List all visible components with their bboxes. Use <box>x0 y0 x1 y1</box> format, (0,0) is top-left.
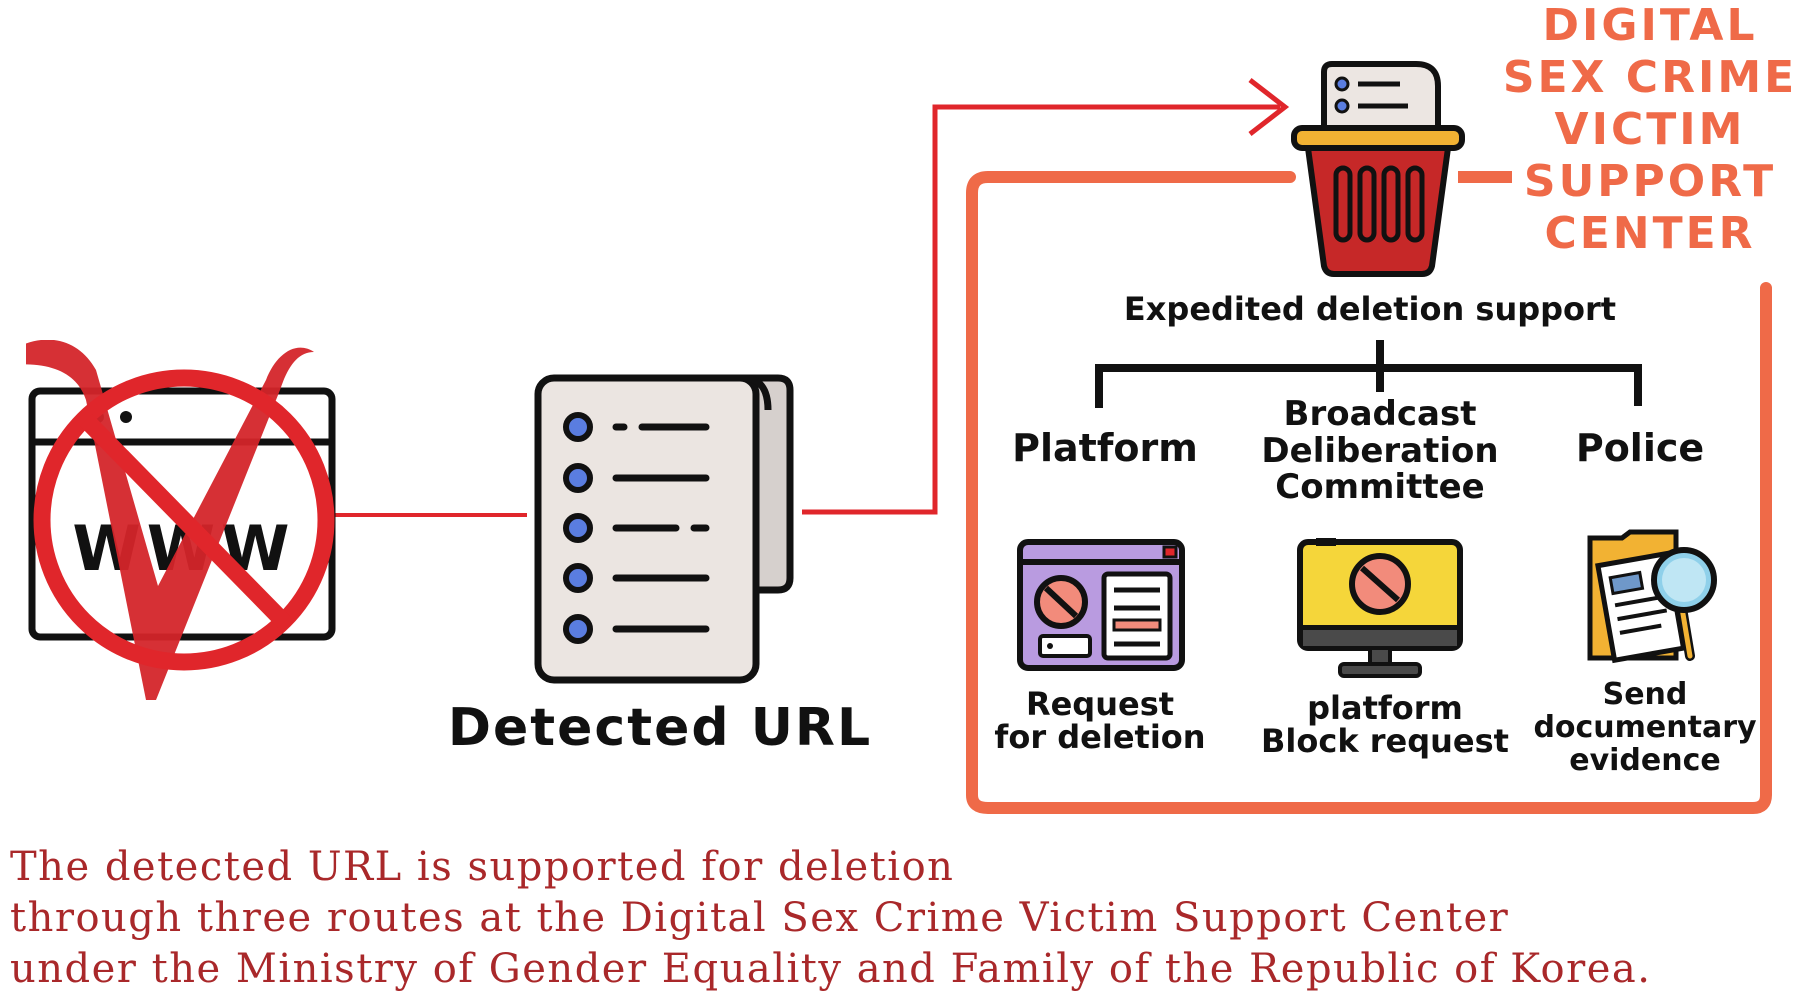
center-title: DIGITAL SEX CRIME VICTIM SUPPORT CENTER <box>1502 0 1798 259</box>
route-action-send-evidence: Send documentary evidence <box>1533 677 1757 778</box>
route-action-request-deletion: Request for deletion <box>994 685 1206 757</box>
shredder-bin-icon <box>1291 61 1465 277</box>
prohibition-slash <box>79 414 291 628</box>
center-frame <box>966 171 1772 814</box>
blocked-monitor-icon <box>1297 538 1463 678</box>
route-action-block-request: platform Block request <box>1261 689 1509 761</box>
connector-url-to-center <box>802 104 1280 515</box>
route-bracket <box>1095 340 1642 408</box>
caption-text: The detected URL is supported for deleti… <box>10 844 1652 992</box>
route-name-broadcast-committee: Broadcast Deliberation Committee <box>1261 394 1499 508</box>
arrow-head <box>1248 78 1290 136</box>
detected-url-label: Detected URL <box>447 698 873 758</box>
document-list-icon <box>534 374 794 684</box>
browser-window-icon: WWW <box>26 340 336 700</box>
expedited-deletion-heading: Expedited deletion support <box>1123 290 1617 328</box>
route-name-police: Police <box>1575 426 1705 470</box>
prohibition-circle <box>33 369 335 671</box>
blocked-webpage-icon <box>1017 539 1185 671</box>
folder-magnifier-icon <box>1587 529 1717 664</box>
route-name-platform: Platform <box>1012 426 1198 470</box>
